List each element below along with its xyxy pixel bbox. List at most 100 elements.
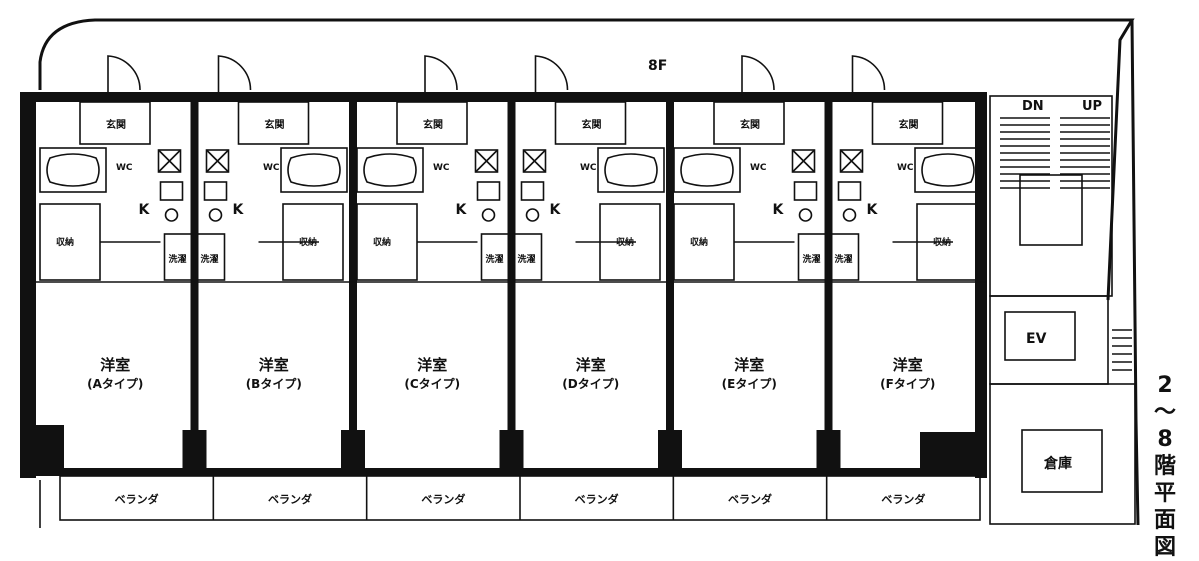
kitchen-label: K [456, 202, 468, 218]
entry-door [851, 55, 886, 92]
stove-burner [164, 208, 179, 222]
bath-room [673, 147, 741, 193]
wc-label: WC [263, 163, 280, 173]
washer-closet [512, 233, 543, 281]
shaft-cross [157, 149, 182, 173]
east-outline [1130, 19, 1140, 526]
balcony-label: ベランダ [881, 492, 925, 506]
sheet-title-char: 平 [1153, 481, 1176, 506]
washer-closet [829, 233, 860, 281]
room-name: 洋室 [417, 356, 447, 374]
kitchen-counter [837, 181, 862, 201]
shaft-box [474, 149, 499, 173]
wc-label: WC [116, 163, 133, 173]
entry-door [741, 55, 775, 92]
entry-door [107, 55, 141, 92]
elevator-box [1004, 311, 1076, 361]
entrance-label: 玄関 [423, 118, 443, 131]
entrance-area [554, 101, 627, 145]
shaft-cross [522, 149, 547, 173]
stove-burner [208, 208, 223, 222]
east-wall [975, 92, 987, 478]
entrance-area [871, 101, 944, 145]
room-name: 洋室 [893, 356, 923, 374]
balcony-label: ベランダ [728, 492, 772, 506]
washer-label: 洗濯 [803, 253, 821, 265]
sheet-title-char: 階 [1153, 454, 1176, 479]
corridor-outline [38, 18, 1135, 301]
storage-label: 収納 [690, 236, 708, 248]
room-type: (Aタイプ) [87, 376, 143, 391]
washer-closet [480, 233, 511, 281]
entry-door [217, 55, 252, 92]
floor-label: 8F [648, 58, 667, 74]
stair-core: DN UP EV 倉庫 [989, 95, 1136, 525]
entrance-label: 玄関 [582, 118, 602, 131]
bathtub [287, 153, 341, 187]
party-wall [190, 100, 199, 470]
entrance-label: 玄関 [899, 118, 919, 131]
bath-room [597, 147, 665, 193]
kitchen-label: K [139, 202, 151, 218]
washer-closet [163, 233, 194, 281]
kitchen-counter [159, 181, 184, 201]
kitchen-label: K [867, 202, 879, 218]
washer-closet [797, 233, 828, 281]
kitchen-counter [520, 181, 545, 201]
sheet-title-char: 8 [1157, 427, 1173, 452]
bath-room [914, 147, 982, 193]
party-wall [349, 100, 357, 470]
south-wall [20, 468, 987, 476]
bathtub [604, 153, 658, 187]
entrance-area [79, 101, 151, 145]
party-wall [507, 100, 516, 470]
bathtub [680, 153, 734, 187]
shaft-cross [205, 149, 230, 173]
balcony-label: ベランダ [115, 492, 159, 506]
column [182, 430, 207, 470]
bath-room [39, 147, 107, 193]
washer-label: 洗濯 [201, 253, 219, 265]
west-wall [20, 92, 36, 478]
room-type: (Eタイプ) [722, 376, 777, 391]
sheet-title-char: 図 [1153, 535, 1176, 560]
kitchen-counter [793, 181, 818, 201]
storage-label: 収納 [56, 236, 74, 248]
column [20, 425, 64, 475]
washer-label: 洗濯 [169, 253, 187, 265]
column [816, 430, 841, 470]
bathtub [921, 153, 975, 187]
room-type: (Bタイプ) [246, 376, 302, 391]
entrance-label: 玄関 [106, 118, 126, 131]
shaft-cross [474, 149, 499, 173]
kitchen-label: K [773, 202, 785, 218]
kitchen-label: K [233, 202, 245, 218]
sheet-title-char: 〜 [1153, 400, 1176, 425]
stair-down-label: DN [1022, 99, 1044, 114]
room-name: 洋室 [100, 356, 130, 374]
room-type: (Dタイプ) [562, 376, 619, 391]
column [658, 430, 682, 470]
sheet-title-char: 2 [1157, 373, 1173, 398]
column [499, 430, 524, 470]
washer-label: 洗濯 [486, 253, 504, 265]
bathtub [46, 153, 100, 187]
washer-closet [195, 233, 226, 281]
stove-burner [798, 208, 813, 222]
balcony-label: ベランダ [421, 492, 465, 506]
entrance-label: 玄関 [265, 118, 285, 131]
party-wall [666, 100, 674, 470]
bathtub [363, 153, 417, 187]
shaft-box [791, 149, 816, 173]
entrance-area [396, 101, 468, 145]
washer-label: 洗濯 [835, 253, 853, 265]
stair-up-label: UP [1082, 99, 1102, 114]
room-name: 洋室 [734, 356, 764, 374]
